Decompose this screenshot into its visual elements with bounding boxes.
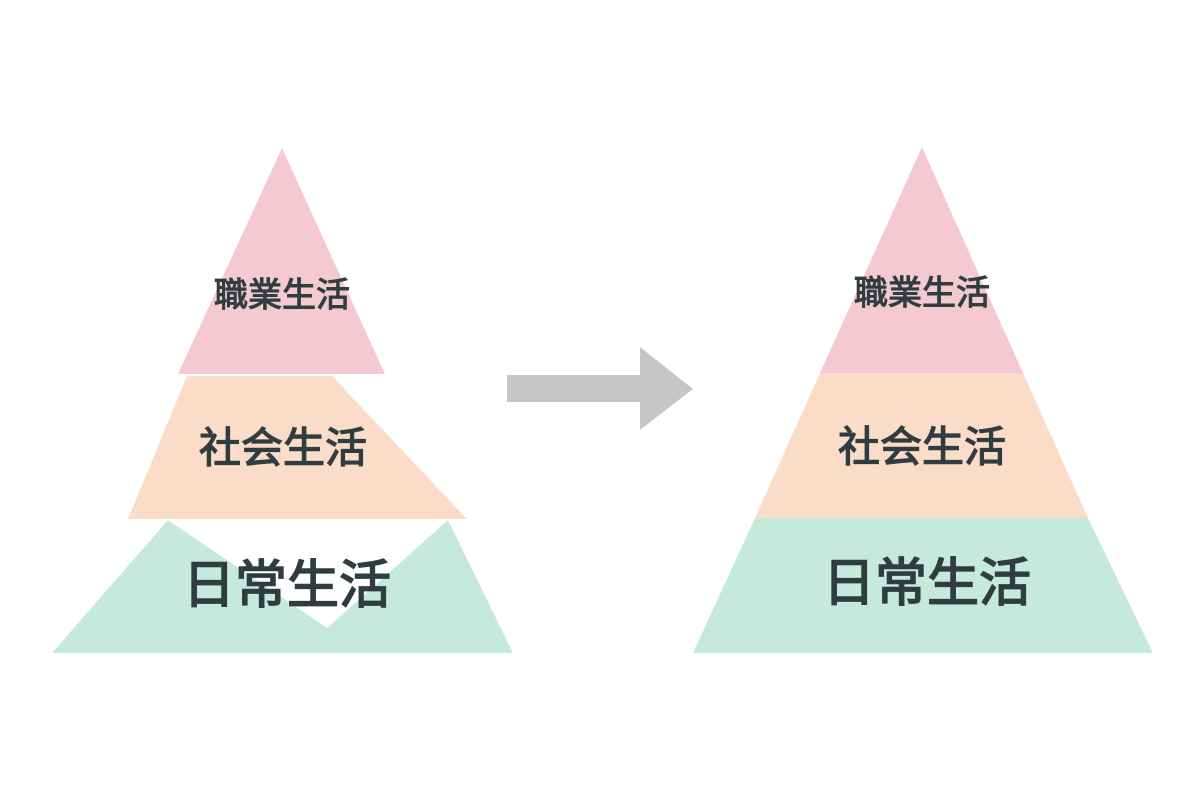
right-bottom-layer — [693, 518, 1153, 653]
right-top-layer — [820, 147, 1023, 373]
left-middle-layer — [128, 376, 467, 519]
right-bottom-label: 日常生活 — [823, 554, 1031, 614]
right-pyramid-aligned: 職業生活 社会生活 日常生活 — [693, 147, 1153, 653]
right-middle-layer — [755, 373, 1088, 518]
left-top-layer — [178, 148, 385, 374]
arrow-right-icon — [507, 347, 693, 430]
left-bottom-label: 日常生活 — [183, 556, 391, 616]
right-top-label: 職業生活 — [854, 274, 990, 314]
left-middle-label: 社会生活 — [199, 424, 367, 473]
left-bottom-layer — [52, 520, 513, 653]
right-middle-label: 社会生活 — [838, 423, 1006, 472]
left-top-label: 職業生活 — [214, 276, 350, 316]
left-pyramid-misaligned: 職業生活 社会生活 日常生活 — [52, 148, 513, 653]
